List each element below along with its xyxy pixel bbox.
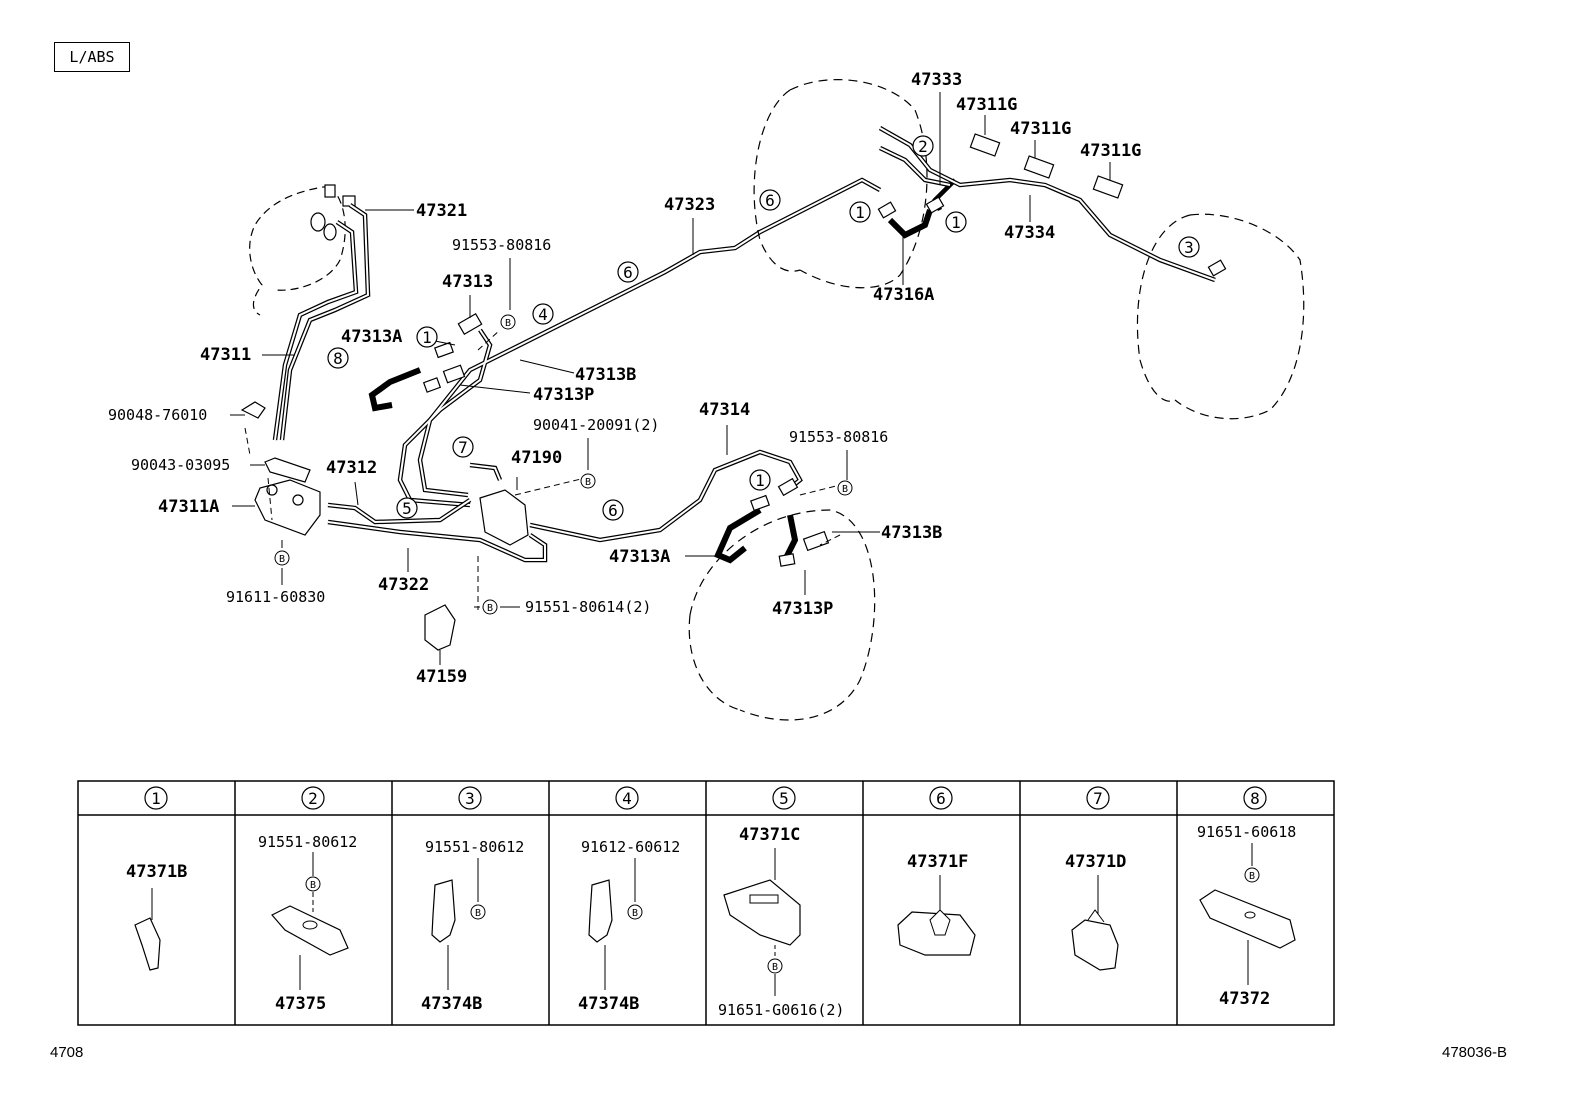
label-91551-80614: 91551-80614(2) [525,598,651,616]
svg-text:1: 1 [151,789,161,808]
clip-legend-table [77,780,1335,1026]
label-91611-60830: 91611-60830 [226,588,325,606]
svg-text:B: B [632,908,638,919]
svg-text:4: 4 [538,305,548,324]
brake-booster-outline [249,185,346,316]
label-47311A: 47311A [158,497,219,517]
label-47313A-top: 47313A [341,327,402,347]
label-47316A: 47316A [873,285,934,305]
svg-text:B: B [505,318,511,329]
svg-text:47371B: 47371B [126,862,187,882]
svg-text:47371D: 47371D [1065,852,1126,872]
leader-lines [230,92,1111,665]
svg-text:B: B [772,962,778,973]
legend-cell-5: 47371C B 91651-G0616(2) [718,825,844,1019]
label-90041-20091: 90041-20091(2) [533,416,659,434]
label-47314: 47314 [699,400,750,420]
label-47334: 47334 [1004,223,1055,243]
legend-cell-3: 91551-80612 B 47374B [421,838,524,1014]
svg-text:47374B: 47374B [421,994,482,1014]
svg-text:4: 4 [622,789,632,808]
svg-text:6: 6 [765,191,775,210]
label-47313B-top: 47313B [575,365,636,385]
svg-text:7: 7 [458,438,468,457]
svg-text:B: B [310,880,316,891]
svg-text:91551-80612: 91551-80612 [258,833,357,851]
label-47311G-1: 47311G [956,95,1017,115]
variant-tag: L/ABS [54,42,130,72]
svg-text:47375: 47375 [275,994,326,1014]
label-47313P-top: 47313P [533,385,594,405]
page-code-right: 478036-B [1442,1044,1508,1061]
label-47313A-bottom: 47313A [609,547,670,567]
svg-text:47372: 47372 [1219,989,1270,1009]
svg-text:2: 2 [918,137,928,156]
page-code-left: 4708 [50,1044,84,1061]
master-cylinder [310,184,356,241]
bolt-markers: B B B B B [274,314,853,615]
svg-text:2: 2 [308,789,318,808]
label-47321: 47321 [416,201,467,221]
label-91553-80816-a: 91553-80816 [452,236,551,254]
legend-cell-2: 91551-80612 B 47375 [258,833,357,1014]
legend-cell-1: 47371B [126,862,187,971]
svg-text:B: B [1249,871,1255,882]
flex-hoses [368,209,933,564]
label-47190: 47190 [511,448,562,468]
label-90043-03095: 90043-03095 [131,456,230,474]
svg-text:6: 6 [608,501,618,520]
pipe-47311 [272,203,371,441]
svg-text:1: 1 [951,213,961,232]
label-47311G-3: 47311G [1080,141,1141,161]
label-90048-76010: 90048-76010 [108,406,207,424]
svg-text:3: 3 [465,789,475,808]
svg-text:8: 8 [1250,789,1260,808]
legend-headers: 1 2 3 4 5 6 7 8 [144,786,1267,810]
circle-markers: 8 1 4 6 6 2 1 1 3 7 5 6 1 [327,135,1200,521]
legend-cell-4: 91612-60612 B 47374B [578,838,680,1014]
svg-text:B: B [585,477,591,488]
wheel-outlines [688,79,1305,721]
label-47311G-2: 47311G [1010,119,1071,139]
svg-text:47371C: 47371C [739,825,800,845]
pipe-47323 [397,177,882,508]
label-47313P-bottom: 47313P [772,599,833,619]
svg-text:47374B: 47374B [578,994,639,1014]
label-47311: 47311 [200,345,251,365]
svg-text:91612-60612: 91612-60612 [581,838,680,856]
svg-text:47371F: 47371F [907,852,968,872]
label-47333: 47333 [911,70,962,90]
svg-text:B: B [475,908,481,919]
svg-text:1: 1 [422,328,432,347]
svg-text:1: 1 [755,471,765,490]
legend-cell-6: 47371F [897,852,976,956]
svg-text:B: B [279,554,285,565]
svg-text:8: 8 [333,349,343,368]
svg-text:91651-60618: 91651-60618 [1197,823,1296,841]
label-47323: 47323 [664,195,715,215]
svg-text:5: 5 [402,499,412,518]
svg-text:5: 5 [779,789,789,808]
svg-text:1: 1 [855,203,865,222]
label-47159: 47159 [416,667,467,687]
label-47313: 47313 [442,272,493,292]
svg-text:7: 7 [1093,789,1103,808]
svg-text:B: B [487,603,493,614]
fittings [240,133,1227,651]
label-47313B-bottom: 47313B [881,523,942,543]
svg-text:6: 6 [936,789,946,808]
svg-text:91551-80612: 91551-80612 [425,838,524,856]
label-91553-80816-b: 91553-80816 [789,428,888,446]
legend-cell-8: 91651-60618 B 47372 [1197,823,1296,1009]
svg-text:91651-G0616(2): 91651-G0616(2) [718,1001,844,1019]
label-47322: 47322 [378,575,429,595]
svg-text:B: B [842,484,848,495]
label-47312: 47312 [326,458,377,478]
svg-text:6: 6 [623,263,633,282]
legend-cell-7: 47371D [1065,852,1126,971]
svg-text:3: 3 [1184,238,1194,257]
callout-labels: 47321 47313 91553-80816 47313A 47311 473… [108,70,1141,687]
